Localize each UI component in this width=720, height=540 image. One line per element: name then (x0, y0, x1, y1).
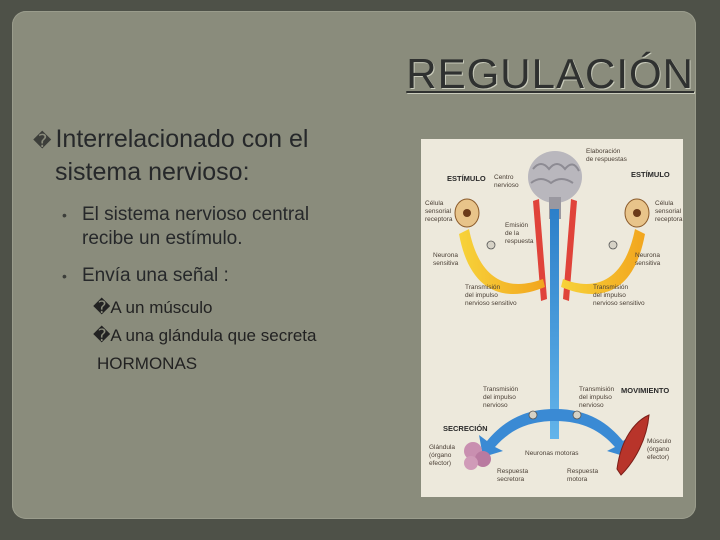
label-glandula-1: Glándula (429, 444, 455, 451)
label-glandula-3: efector) (429, 460, 451, 467)
label-trans-sens-l3: nervioso sensitivo (465, 300, 517, 307)
blue-central-pathway (550, 209, 559, 439)
main-point-line1: Interrelacionado con el (55, 125, 309, 153)
label-centro-1: Centro (494, 174, 514, 181)
brain-icon (528, 151, 582, 219)
label-glandula-2: (órgano (429, 452, 452, 459)
label-musculo-3: efector) (647, 454, 669, 461)
red-pathway-right (563, 199, 577, 301)
yellow-arrow-left (459, 229, 545, 295)
label-elab-2: de respuestas (586, 156, 628, 163)
label-trans-r3: nervioso (579, 402, 604, 409)
muscle-icon (616, 414, 650, 476)
label-trans-sens-l2: del impulso (465, 292, 498, 299)
yellow-arrow-right (561, 229, 645, 295)
gland-icon (464, 442, 491, 470)
label-celula-l3: receptora (425, 216, 453, 223)
label-trans-sens-r1: Transmisión (593, 284, 629, 291)
diagram-svg: ESTÍMULO ESTÍMULO Centro nervioso Elabor… (425, 148, 683, 483)
bullet-icon: � (33, 131, 52, 151)
label-estimulo-left: ESTÍMULO (447, 174, 486, 183)
sub-point-2-line1: Envía una señal : (82, 265, 229, 286)
label-estimulo-right: ESTÍMULO (631, 170, 670, 179)
label-emision-1: Emisión (505, 222, 529, 229)
bullet-dot-icon: • (62, 207, 67, 223)
label-celula-r3: receptora (655, 216, 683, 223)
label-neurona-l1: Neurona (433, 252, 458, 259)
sub-point-1-line1: El sistema nervioso central (82, 204, 310, 225)
label-trans-l2: del impulso (483, 394, 516, 401)
label-emision-3: respuesta (505, 238, 534, 245)
label-resp-sec-1: Respuesta (497, 468, 528, 475)
label-trans-r1: Transmisión (579, 386, 615, 393)
bullet-dot-icon: • (62, 268, 67, 284)
label-trans-l1: Transmisión (483, 386, 519, 393)
label-musculo-1: Músculo (647, 438, 672, 445)
red-pathway-left (533, 199, 547, 301)
label-celula-r1: Célula (655, 200, 674, 207)
label-celula-l2: sensorial (425, 208, 452, 215)
label-musculo-2: (órgano (647, 446, 670, 453)
label-trans-l3: nervioso (483, 402, 508, 409)
sub-sub-point-2: �A una glándula que secreta (93, 326, 317, 345)
sub-point-1: • El sistema nervioso central recibe un e… (62, 203, 402, 251)
neuron-left-icon (486, 240, 496, 250)
label-neurona-r2: sensitiva (635, 260, 661, 267)
label-celula-r2: sensorial (655, 208, 682, 215)
sub-sub-point-3: HORMONAS (97, 354, 198, 373)
motor-neuron-right-icon (572, 410, 582, 420)
sub-point-2: • Envía una señal : (62, 264, 402, 288)
sub-sub-point-1: �A un músculo (93, 298, 213, 317)
label-resp-mot-1: Respuesta (567, 468, 598, 475)
receptor-cell-right-icon (624, 198, 650, 228)
neuron-right-icon (608, 240, 618, 250)
label-trans-r2: del impulso (579, 394, 612, 401)
main-point-line2: sistema nervioso: (55, 158, 250, 186)
label-trans-sens-r3: nervioso sensitivo (593, 300, 645, 307)
blue-arrow-left (479, 409, 555, 457)
nervous-system-diagram: ESTÍMULO ESTÍMULO Centro nervioso Elabor… (421, 139, 683, 497)
label-neurona-r1: Neurona (635, 252, 660, 259)
label-elab-1: Elaboración (586, 148, 621, 155)
main-point: �Interrelacionado con el sistema nervios… (33, 124, 393, 188)
slide-title: REGULACIÓN (406, 50, 694, 97)
label-celula-l1: Célula (425, 200, 444, 207)
motor-neuron-left-icon (528, 410, 538, 420)
label-trans-sens-r2: del impulso (593, 292, 626, 299)
label-centro-2: nervioso (494, 182, 519, 189)
label-trans-sens-l1: Transmisión (465, 284, 501, 291)
label-secrecion: SECRECIÓN (443, 424, 488, 433)
sub-point-1-line2: recibe un estímulo. (82, 228, 243, 249)
label-emision-2: de la (505, 230, 519, 237)
label-movimiento: MOVIMIENTO (621, 386, 669, 395)
label-neurona-l2: sensitiva (433, 260, 459, 267)
label-neuronas-motoras: Neuronas motoras (525, 450, 579, 457)
receptor-cell-left-icon (454, 198, 480, 228)
blue-arrow-right (555, 409, 631, 457)
label-resp-sec-2: secretora (497, 476, 524, 483)
label-resp-mot-2: motora (567, 476, 588, 483)
